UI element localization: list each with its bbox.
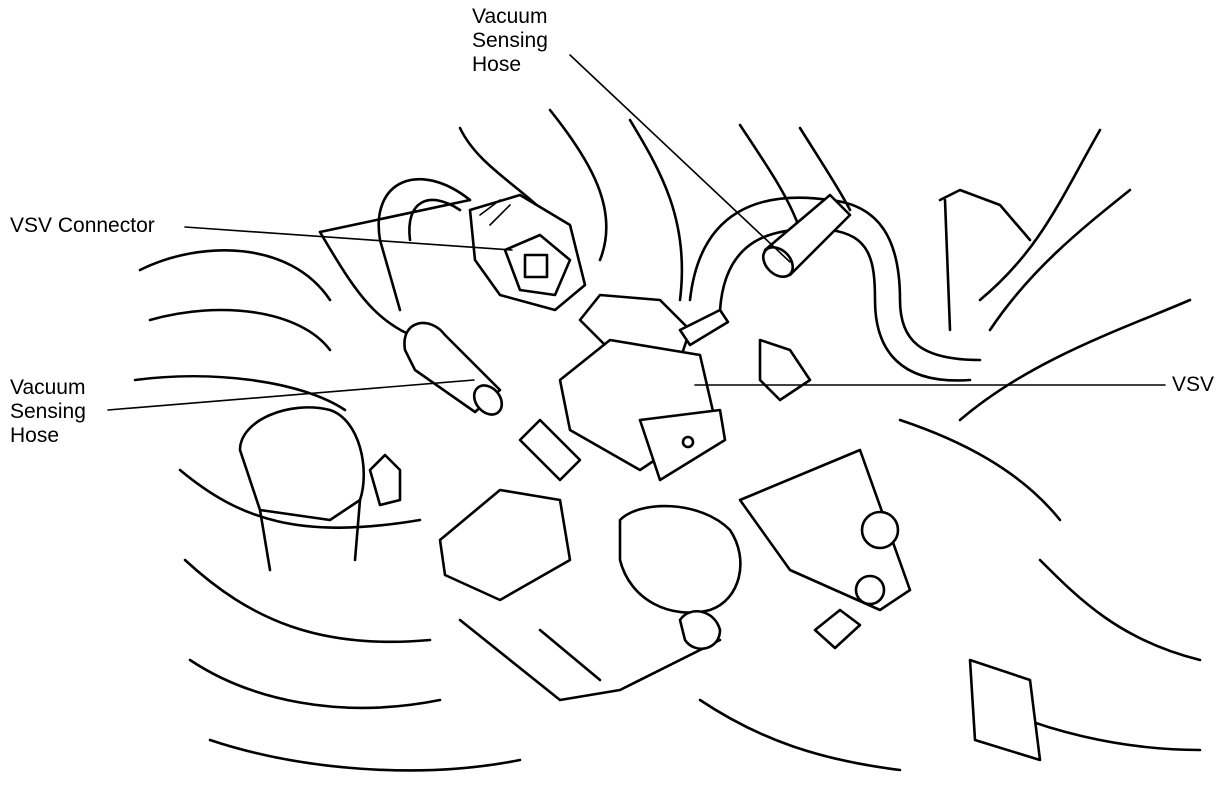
label-line: Sensing <box>10 400 86 423</box>
label-vacuum-sensing-hose-top: Vacuum Sensing Hose <box>472 5 548 77</box>
label-line: Hose <box>472 53 522 76</box>
leader-lines <box>107 54 1166 411</box>
vsv-connector-part <box>468 193 587 312</box>
throttle-assembly <box>458 338 1042 762</box>
label-vsv: VSV <box>1172 373 1214 397</box>
leader-connector <box>184 226 513 251</box>
label-line: Vacuum <box>472 5 548 28</box>
vacuum-hose-top-part <box>761 193 852 279</box>
label-vsv-connector: VSV Connector <box>10 214 155 238</box>
hose-loop-right <box>688 196 982 382</box>
label-line: VSV Connector <box>10 214 155 237</box>
vsv-part <box>438 293 730 602</box>
label-line: Sensing <box>472 29 548 52</box>
leader-hose-top <box>569 54 791 263</box>
label-line: Hose <box>10 424 60 447</box>
leader-hose-left <box>107 379 475 411</box>
housing-left <box>238 406 402 572</box>
label-vacuum-sensing-hose-left: Vacuum Sensing Hose <box>10 376 86 448</box>
label-line: VSV <box>1172 373 1215 396</box>
hose-loop-left <box>377 177 472 312</box>
vacuum-hose-left-part <box>403 321 504 416</box>
label-line: Vacuum <box>10 376 86 399</box>
